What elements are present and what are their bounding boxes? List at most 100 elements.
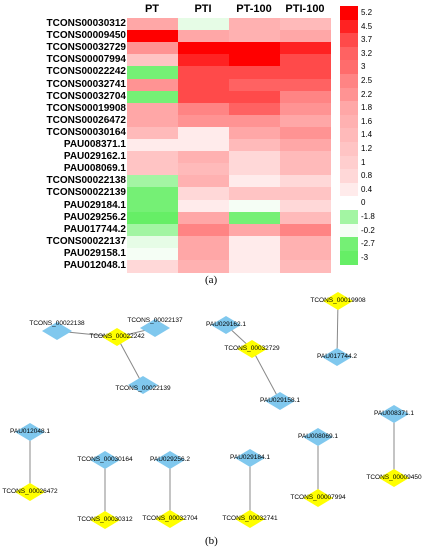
legend-tick-label: 1.8 <box>361 103 373 113</box>
network-node-label: PAU012048.1 <box>10 428 50 435</box>
legend-swatch <box>340 87 358 102</box>
heatmap-cell <box>229 78 280 91</box>
legend-swatch <box>340 250 358 265</box>
heatmap-cell <box>280 54 331 67</box>
heatmap-cell <box>280 18 331 31</box>
heatmap-cell <box>280 211 331 225</box>
heatmap-cell <box>178 139 229 152</box>
heatmap-cell <box>229 114 280 128</box>
heatmap-cell <box>127 223 178 237</box>
heatmap-row-label: TCONS00022139 <box>46 187 127 199</box>
network-node <box>140 319 170 337</box>
network-node-label: PAU017744.2 <box>317 353 357 360</box>
heatmap-cell <box>229 18 280 31</box>
heatmap-cell <box>280 235 331 249</box>
heatmap-cell <box>229 223 280 237</box>
heatmap-cell <box>178 54 229 67</box>
heatmap-cell <box>229 54 280 67</box>
legend-swatch <box>340 169 358 184</box>
network-node <box>155 510 185 528</box>
panel-label-b: (b) <box>205 535 218 547</box>
legend-tick-label: 3.2 <box>361 48 373 58</box>
heatmap-cell <box>127 78 178 91</box>
network-node-label: PAU008069.1 <box>298 433 338 440</box>
heatmap-cell <box>127 163 178 176</box>
panel-label-a: (a) <box>205 274 218 286</box>
legend-swatch <box>340 155 358 170</box>
legend-tick-label: 1.4 <box>361 130 373 140</box>
legend-swatch <box>340 74 358 89</box>
network-node-label: TCONS_00022139 <box>115 385 171 392</box>
heatmap-cell <box>229 90 280 104</box>
heatmap-row-label: TCONS00030164 <box>46 126 127 138</box>
network-node <box>15 423 45 441</box>
legend-tick-label: 3 <box>361 62 366 72</box>
heatmap-cell <box>229 211 280 225</box>
heatmap-cell <box>127 187 178 200</box>
network-node <box>90 511 120 529</box>
heatmap-cell <box>178 30 229 43</box>
network-node-label: PAU029162.1 <box>206 321 246 328</box>
network-node <box>323 292 353 310</box>
heatmap-row-label: TCONS00026472 <box>46 114 127 126</box>
legend-swatch <box>340 196 358 211</box>
legend-tick-label: -0.2 <box>361 225 375 235</box>
legend-tick-label: 0.8 <box>361 171 373 181</box>
network-node-label: TCONS_00022138 <box>29 320 85 327</box>
legend-tick-label: 1.6 <box>361 116 373 126</box>
legend-swatch <box>340 142 358 157</box>
heatmap-cell <box>229 126 280 140</box>
legend-tick-label: 0.4 <box>361 184 373 194</box>
network-node-label: PAU029256.2 <box>150 456 190 463</box>
heatmap-cell <box>280 78 331 91</box>
heatmap-cell <box>280 114 331 128</box>
heatmap-cell <box>280 175 331 188</box>
heatmap-cell <box>280 151 331 164</box>
heatmap-cell <box>127 102 178 116</box>
network-edge <box>251 348 281 402</box>
heatmap-row-label: TCONS00032704 <box>46 90 127 102</box>
network-node-label: TCONS_00009450 <box>366 474 422 481</box>
heatmap-cell <box>229 30 280 43</box>
legend-tick-label: -2.7 <box>361 239 375 249</box>
heatmap-cell <box>178 66 229 79</box>
heatmap-cell <box>229 151 280 164</box>
heatmap-cell <box>280 90 331 104</box>
heatmap-cell <box>127 42 178 55</box>
heatmap-cell <box>229 235 280 249</box>
network-node <box>265 392 295 410</box>
network-node <box>235 510 265 528</box>
heatmap-cell <box>178 18 229 31</box>
heatmap-cell <box>127 139 178 152</box>
heatmap-row-label: TCONS00009450 <box>46 30 127 42</box>
legend-swatch <box>340 46 358 61</box>
network-node-label: TCONS_00032729 <box>224 345 280 352</box>
network-node <box>15 483 45 501</box>
legend-tick-label: 1.2 <box>361 144 373 153</box>
heatmap-row-label: PAU017744.2 <box>63 223 126 235</box>
heatmap-column-label: PT-100 <box>236 3 272 15</box>
heatmap-row-label: TCONS00032729 <box>46 42 127 54</box>
network-node-label: TCONS_00032704 <box>142 515 198 522</box>
heatmap-cell <box>229 163 280 176</box>
heatmap-cell <box>229 175 280 188</box>
heatmap-cell <box>127 30 178 43</box>
heatmap-cell <box>127 66 178 79</box>
heatmap-row-label: PAU029162.1 <box>63 151 126 163</box>
heatmap-cell <box>178 247 229 261</box>
legend-swatch <box>340 237 358 252</box>
network-node <box>303 489 333 507</box>
heatmap-row-label: PAU008069.1 <box>63 163 126 175</box>
network-node <box>211 316 241 334</box>
heatmap-cell <box>229 66 280 79</box>
heatmap-cell <box>127 260 178 273</box>
network-node-label: PAU029158.1 <box>260 397 300 404</box>
heatmap-column-label: PTI-100 <box>285 3 325 15</box>
heatmap-cell <box>178 114 229 128</box>
heatmap-cell <box>229 260 280 273</box>
network-node <box>235 449 265 467</box>
legend-swatch <box>340 128 358 143</box>
heatmap-cell <box>280 163 331 176</box>
